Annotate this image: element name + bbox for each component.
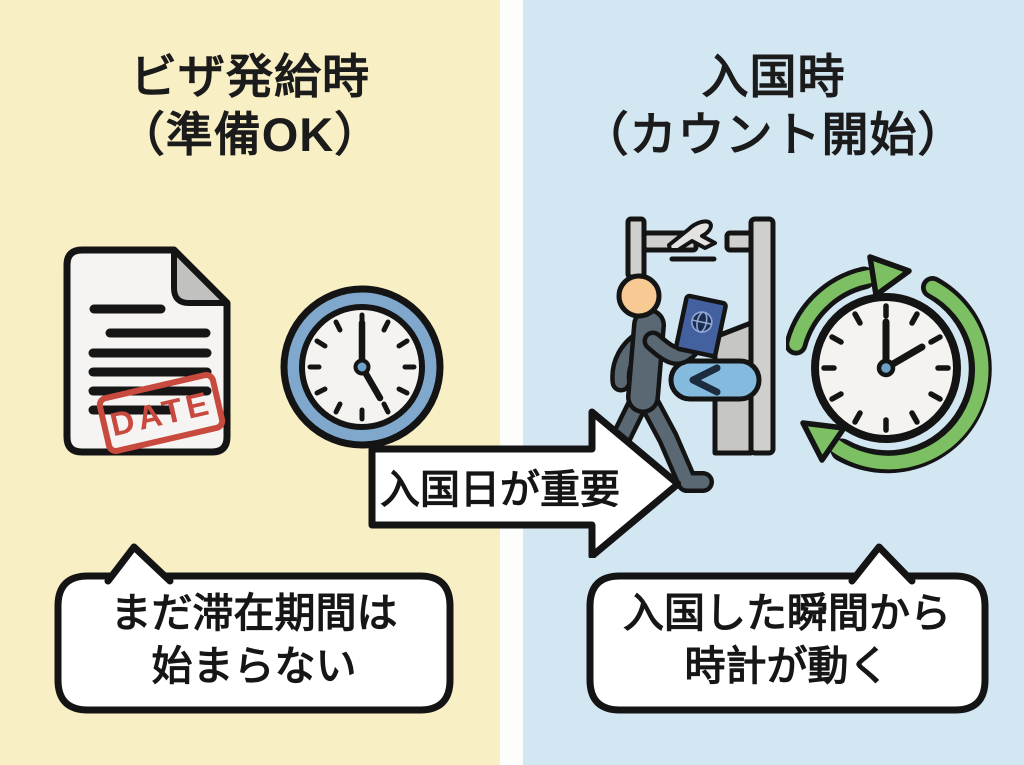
gate-pillar: [748, 216, 776, 456]
left-title-line1: ビザ発給時: [130, 50, 370, 103]
clock-ticks: [307, 312, 417, 422]
turnstile-chevron-icon: [689, 364, 721, 396]
date-stamp-frame: [96, 372, 226, 454]
right-title-line2: （カウント開始）: [581, 108, 966, 162]
right-title: 入国時 （カウント開始）: [523, 48, 1024, 165]
right-bubble-line2: 時計が動く: [684, 643, 890, 690]
immigration-gate-person-icon: [580, 216, 776, 493]
turnstile-arm: [668, 358, 762, 402]
left-bubble-line2: 始まらない: [151, 643, 357, 690]
right-bubble-tail: [848, 543, 916, 585]
cycle-arrowhead-bottom: [800, 420, 847, 463]
right-bubble-body: [586, 572, 989, 714]
cycle-arrowhead-top: [867, 254, 912, 298]
cycle-arrow-bottom: [826, 280, 989, 470]
entry-arrow-shape: [368, 408, 681, 558]
left-bubble-tail: [104, 543, 174, 585]
right-speech-bubble: [586, 543, 989, 714]
left-bubble-text: まだ滞在期間は 始まらない: [55, 587, 453, 694]
airplane-icon: [667, 219, 717, 252]
passport-globe-lines: [691, 311, 713, 333]
repeating-clock-icon: [786, 254, 992, 474]
document-text-lines: [88, 304, 212, 415]
traveler-head: [616, 273, 662, 319]
traveler-front-leg: [638, 388, 710, 489]
document-fold-corner: [171, 247, 230, 306]
left-bubble-body: [54, 572, 454, 714]
right-title-line1: 入国時: [701, 50, 846, 103]
clock-icon: [280, 285, 444, 449]
left-speech-bubble: [54, 543, 454, 714]
right-bubble-line1: 入国した瞬間から: [623, 590, 951, 636]
entry-arrow: [368, 408, 681, 558]
document-date-stamp-icon: DATE: [63, 246, 231, 456]
passport-icon: [674, 293, 728, 359]
clock-center-dot: [353, 358, 371, 376]
left-title: ビザ発給時 （準備OK）: [0, 48, 500, 165]
cycle-clock-ticks: [821, 303, 951, 433]
left-bubble-line1: まだ滞在期間は: [110, 590, 398, 636]
cycle-arrow-top: [789, 269, 880, 351]
panel-divider: [500, 0, 523, 765]
right-bubble-text: 入国した瞬間から 時計が動く: [586, 587, 988, 694]
cycle-clock-center-dot: [876, 358, 896, 378]
left-title-line2: （準備OK）: [117, 108, 383, 162]
entry-arrow-label: 入国日が重要: [380, 468, 620, 512]
